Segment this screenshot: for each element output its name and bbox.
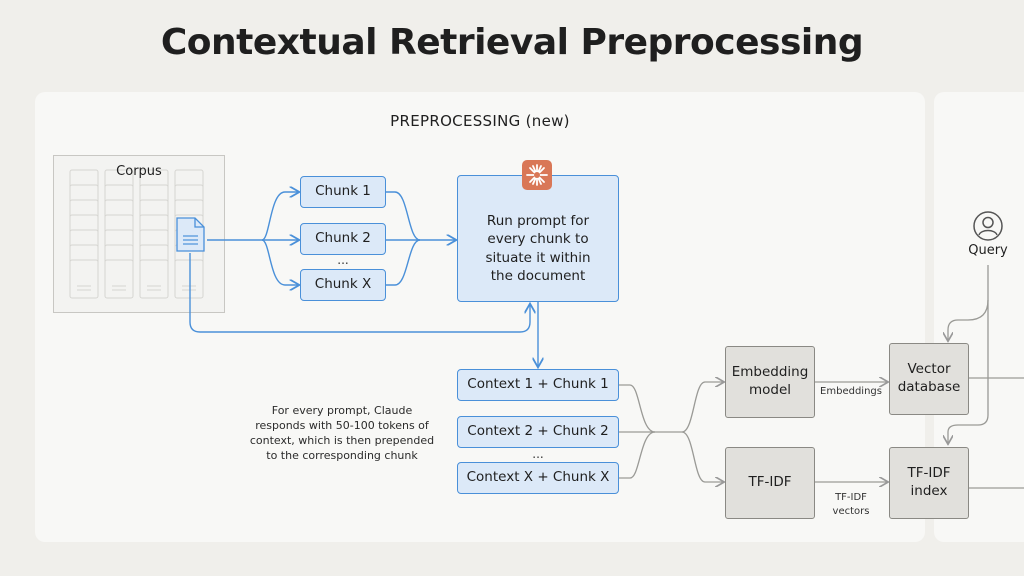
chunk-x-box: Chunk X — [300, 269, 386, 301]
tfidf-box: TF-IDF — [725, 447, 815, 519]
claude-note: For every prompt, Claude responds with 5… — [249, 404, 435, 462]
claude-burst-icon — [522, 160, 552, 190]
context-1-box: Context 1 + Chunk 1 — [457, 369, 619, 401]
document-icon — [176, 217, 205, 252]
tfidf-index-box: TF-IDF index — [889, 447, 969, 519]
embeddings-label: Embeddings — [820, 386, 882, 397]
context-x-box: Context X + Chunk X — [457, 462, 619, 494]
chunk-2-box: Chunk 2 — [300, 223, 386, 255]
tfidf-vectors-label: TF-IDF vectors — [832, 492, 870, 517]
page-title: Contextual Retrieval Preprocessing — [160, 22, 864, 63]
corpus-label: Corpus — [116, 164, 162, 179]
chunk-1-box: Chunk 1 — [300, 176, 386, 208]
section-label: PREPROCESSING (new) — [390, 112, 570, 130]
vector-database-box: Vector database — [889, 343, 969, 415]
context-2-box: Context 2 + Chunk 2 — [457, 416, 619, 448]
chunk-ellipsis: ... — [337, 253, 349, 267]
corpus-docs — [69, 169, 203, 298]
user-icon — [973, 211, 1003, 241]
embedding-model-box: Embedding model — [725, 346, 815, 418]
query-label: Query — [968, 243, 1008, 258]
prompt-box: Run prompt for every chunk to situate it… — [457, 175, 619, 302]
context-ellipsis: ... — [532, 447, 544, 461]
